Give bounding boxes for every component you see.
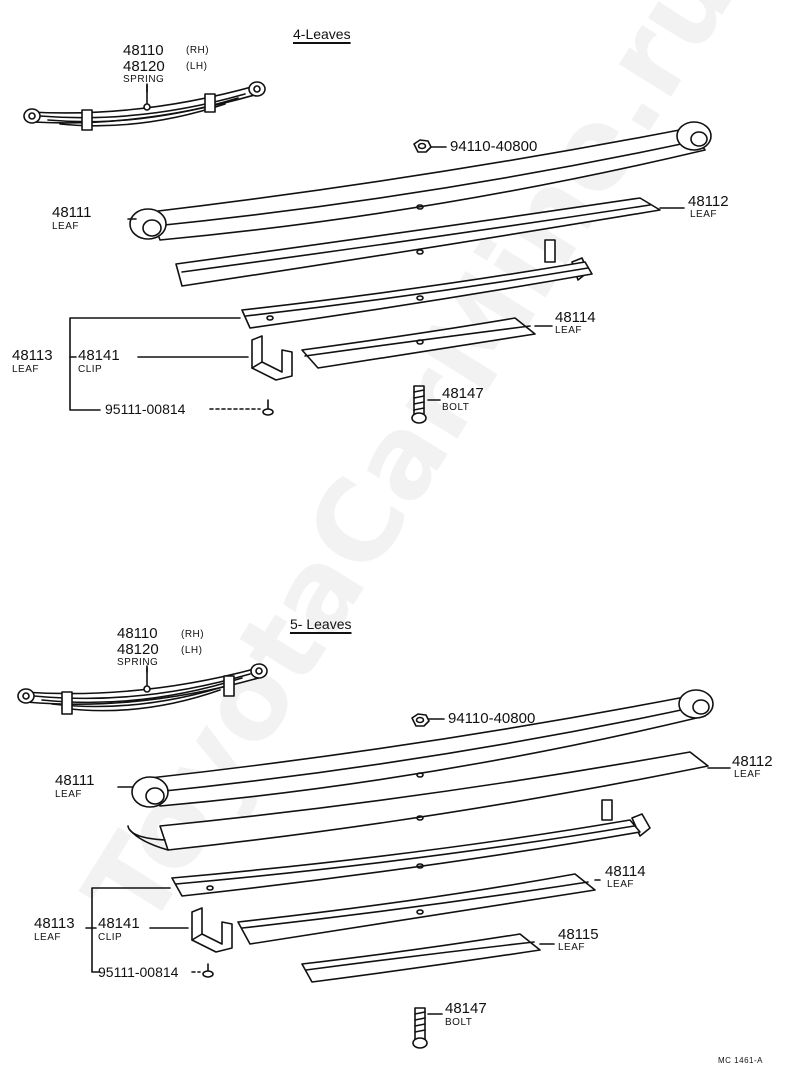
leaf-48115-drawing bbox=[301, 933, 555, 983]
part-name-48147: BOLT bbox=[442, 402, 470, 413]
part-number-48141: 48141 bbox=[78, 347, 120, 364]
part-name-48114: LEAF bbox=[555, 325, 583, 336]
part-number-48111-2: 48111 bbox=[55, 772, 95, 789]
part-number-95111-2: 95111-00814 bbox=[98, 964, 179, 980]
part-number-94110-2: 94110-40800 bbox=[448, 710, 536, 727]
part-name-48141: CLIP bbox=[78, 364, 103, 375]
leaf-48114-drawing-2 bbox=[237, 873, 601, 945]
bracket-48113-group bbox=[69, 317, 241, 411]
nut-icon-2 bbox=[411, 713, 445, 727]
part-number-48113-2: 48113 bbox=[34, 915, 75, 932]
diagram-code: MC 1461-A bbox=[718, 1056, 763, 1065]
part-name-48113-2: LEAF bbox=[34, 932, 62, 943]
bolt-icon-2 bbox=[412, 1007, 443, 1049]
clip-48141-drawing-2 bbox=[149, 907, 233, 953]
spring-lh-number: 48120 bbox=[123, 58, 165, 75]
part-number-95111: 95111-00814 bbox=[105, 401, 186, 417]
spring-assembly-thumbnail-5 bbox=[17, 663, 268, 715]
spring-assembly-thumbnail-4 bbox=[23, 81, 266, 131]
bracket-48113-group-2 bbox=[85, 887, 171, 973]
section-title-5-leaves: 5- Leaves bbox=[290, 616, 352, 632]
part-name-48147-2: BOLT bbox=[445, 1017, 473, 1028]
part-number-48115: 48115 bbox=[558, 926, 599, 943]
spring-rh-number: 48110 bbox=[123, 42, 164, 59]
part-name-48112-2: LEAF bbox=[734, 769, 762, 780]
part-number-48112: 48112 bbox=[688, 193, 729, 210]
part-name-48111: LEAF bbox=[52, 221, 80, 232]
section-title-4-leaves: 4-Leaves bbox=[293, 26, 351, 42]
part-number-48141-2: 48141 bbox=[98, 915, 140, 932]
bolt-icon bbox=[411, 385, 441, 424]
spring-name-2: SPRING bbox=[117, 657, 159, 668]
part-name-48141-2: CLIP bbox=[98, 932, 123, 943]
leaf-48113-drawing-2 bbox=[171, 819, 641, 897]
part-number-48114: 48114 bbox=[555, 309, 596, 326]
spring-rh-number-2: 48110 bbox=[117, 625, 158, 642]
rivet-icon-2 bbox=[191, 963, 214, 978]
spring-rh-tag-2: (RH) bbox=[181, 629, 205, 640]
part-number-48147-2: 48147 bbox=[445, 1000, 487, 1017]
leaf-48111-drawing-2 bbox=[117, 689, 714, 808]
spring-name: SPRING bbox=[123, 74, 165, 85]
clip-48141-drawing bbox=[137, 335, 293, 381]
part-number-48114-2: 48114 bbox=[605, 863, 646, 880]
part-number-48147: 48147 bbox=[442, 385, 484, 402]
part-number-94110: 94110-40800 bbox=[450, 138, 538, 155]
part-number-48113: 48113 bbox=[12, 347, 53, 364]
part-name-48114-2: LEAF bbox=[607, 879, 635, 890]
part-name-48113: LEAF bbox=[12, 364, 40, 375]
part-number-48112-2: 48112 bbox=[732, 753, 773, 770]
nut-icon bbox=[413, 139, 447, 153]
part-name-48111-2: LEAF bbox=[55, 789, 83, 800]
leaf-48111-drawing bbox=[127, 121, 712, 241]
spring-rh-tag: (RH) bbox=[186, 45, 210, 56]
spring-lh-tag: (LH) bbox=[186, 61, 208, 72]
part-name-48112: LEAF bbox=[690, 209, 718, 220]
part-number-48111: 48111 bbox=[52, 204, 92, 221]
part-name-48115: LEAF bbox=[558, 942, 586, 953]
spring-lh-tag-2: (LH) bbox=[181, 645, 203, 656]
rivet-icon bbox=[209, 399, 274, 416]
leaf-48114-drawing bbox=[301, 317, 553, 369]
spring-lh-number-2: 48120 bbox=[117, 641, 159, 658]
leaf-48113-drawing bbox=[241, 261, 593, 329]
